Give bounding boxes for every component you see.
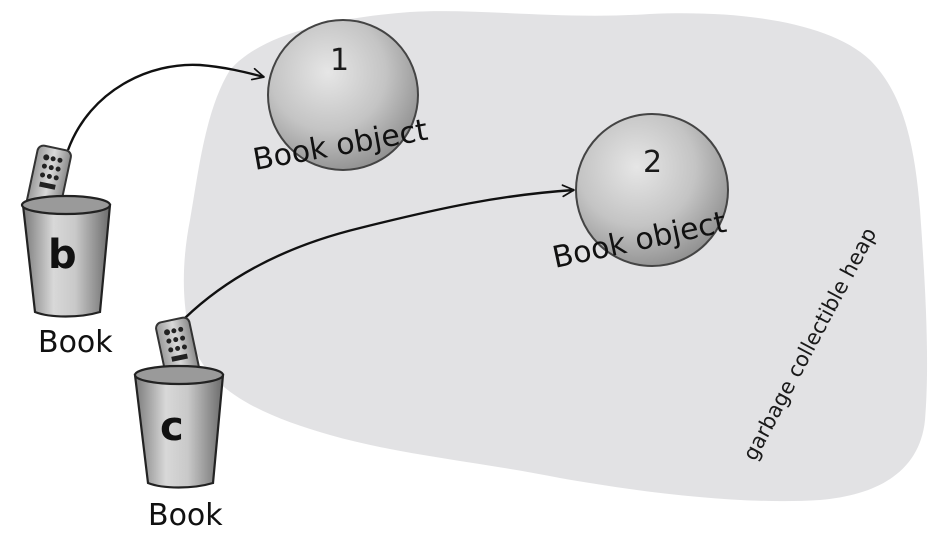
variable-name: b	[48, 232, 77, 278]
variable-type-label: Book	[38, 325, 113, 360]
cup-icon	[21, 203, 112, 318]
cup-icon	[133, 373, 225, 489]
object-ball	[575, 113, 729, 267]
book-object-2: 2 Book object	[549, 113, 730, 276]
variable-name: c	[160, 404, 184, 450]
reference-arrow-b	[66, 63, 265, 151]
object-ball	[267, 19, 419, 171]
reference-arrow-c	[184, 184, 575, 319]
object-number: 2	[643, 145, 662, 180]
variable-type-label: Book	[148, 498, 223, 533]
reference-variable-c: c Book	[133, 316, 225, 533]
reference-variable-b: b Book	[20, 144, 113, 360]
object-number: 1	[330, 43, 349, 78]
book-object-1: 1 Book object	[250, 19, 431, 178]
